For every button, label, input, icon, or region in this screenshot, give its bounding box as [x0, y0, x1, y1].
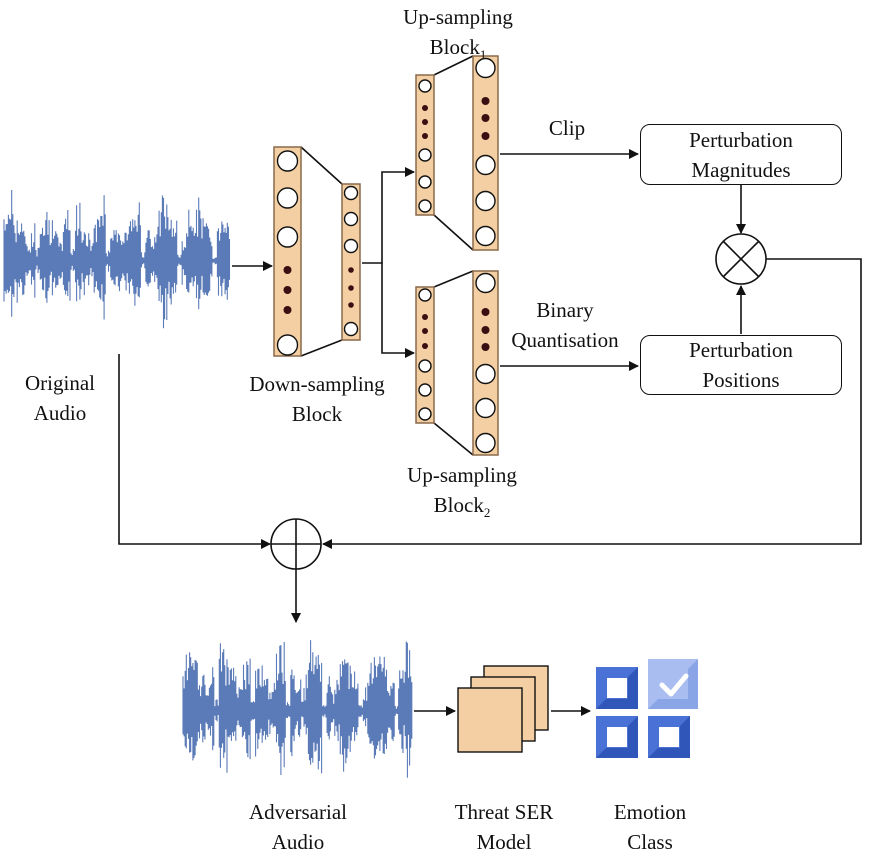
- clip-label: Clip: [548, 116, 586, 140]
- perturbation-positions-line2: Positions: [702, 368, 780, 392]
- upsampling2-output-layer: [472, 270, 499, 456]
- upsampling-block-2: [415, 270, 499, 456]
- downsampling-output-layer: [341, 183, 361, 341]
- upsampling1-input-layer: [415, 74, 435, 216]
- downsampling-block-label: Down-sampling Block: [249, 372, 385, 426]
- connectors: [118, 149, 862, 716]
- layer-ellipsis-dot: [481, 326, 490, 334]
- arrow-to-upsampling1: [362, 167, 415, 264]
- emotion-grid-icon: [596, 659, 698, 758]
- layer-node: [475, 397, 496, 419]
- layer-node: [343, 238, 359, 254]
- layer-node: [343, 185, 359, 201]
- layer-ellipsis-dot: [283, 306, 292, 314]
- upsampling-block-2-label: Up-sampling Block2: [407, 463, 517, 521]
- layer-node: [418, 199, 432, 213]
- layer-ellipsis-dot: [422, 133, 428, 139]
- layer-node: [475, 154, 496, 176]
- layer-ellipsis-dot: [481, 114, 490, 122]
- layer-node: [418, 148, 432, 162]
- original-audio-label: Original Audio: [25, 371, 95, 425]
- perturbation-magnitudes-line1: Perturbation: [689, 127, 793, 152]
- layer-node: [418, 359, 432, 373]
- layer-node: [343, 211, 359, 227]
- layer-node: [276, 150, 299, 172]
- checkmark-icon: [659, 673, 689, 697]
- emotion-class-label: Emotion Class: [613, 800, 687, 854]
- perturbation-magnitudes-line2: Magnitudes: [691, 157, 791, 182]
- perturbation-positions-line1: Perturbation: [689, 338, 793, 362]
- layer-node: [475, 272, 496, 294]
- threat-ser-model-label: Threat SER Model: [454, 800, 554, 854]
- original-audio-waveform: [3, 190, 231, 329]
- perturbation-positions-box: Perturbation Positions: [640, 335, 842, 395]
- layer-node: [418, 79, 432, 93]
- layer-ellipsis-dot: [422, 105, 428, 111]
- upsampling-block-1-label: Up-sampling Block1: [403, 5, 513, 63]
- layer-ellipsis-dot: [422, 119, 428, 125]
- layer-ellipsis-dot: [348, 285, 354, 291]
- layer-node: [475, 57, 496, 79]
- layer-ellipsis-dot: [481, 132, 490, 140]
- layer-node: [418, 288, 432, 302]
- arrow-to-upsampling2: [381, 263, 415, 358]
- layer-node: [475, 225, 496, 247]
- layer-node: [276, 226, 299, 248]
- adversarial-audio-label: Adversarial Audio: [249, 800, 347, 854]
- adversarial-audio-waveform: [182, 640, 413, 778]
- layer-ellipsis-dot: [422, 343, 428, 349]
- downsampling-input-layer: [273, 146, 302, 357]
- upsampling-block-1: [415, 55, 499, 251]
- layer-node: [418, 407, 432, 421]
- perturbation-magnitudes-box: Perturbation Magnitudes: [640, 124, 842, 185]
- layer-node: [343, 321, 359, 337]
- upsampling2-input-layer: [415, 286, 435, 424]
- layer-ellipsis-dot: [348, 302, 354, 308]
- arrow-original-to-sum: [118, 354, 271, 549]
- layer-ellipsis-dot: [481, 308, 490, 316]
- multiply-circle-icon: [715, 233, 767, 285]
- arrow-perturbation-to-sum: [322, 258, 862, 549]
- downsampling-block: [273, 146, 361, 357]
- layer-ellipsis-dot: [481, 343, 490, 351]
- layer-node: [276, 187, 299, 209]
- layer-ellipsis-dot: [422, 328, 428, 334]
- binary-quantisation-label: Binary Quantisation: [511, 298, 619, 352]
- layer-ellipsis-dot: [422, 314, 428, 320]
- layer-node: [276, 334, 299, 356]
- threat-ser-model-icon: [457, 665, 549, 753]
- layer-node: [475, 432, 496, 454]
- layer-node: [418, 175, 432, 189]
- plus-circle-icon: [270, 518, 322, 570]
- layer-ellipsis-dot: [481, 97, 490, 105]
- layer-ellipsis-dot: [283, 286, 292, 294]
- layer-node: [475, 190, 496, 212]
- layer-node: [475, 363, 496, 385]
- upsampling1-output-layer: [472, 55, 499, 251]
- layer-ellipsis-dot: [348, 267, 354, 273]
- layer-ellipsis-dot: [283, 266, 292, 274]
- layer-node: [418, 383, 432, 397]
